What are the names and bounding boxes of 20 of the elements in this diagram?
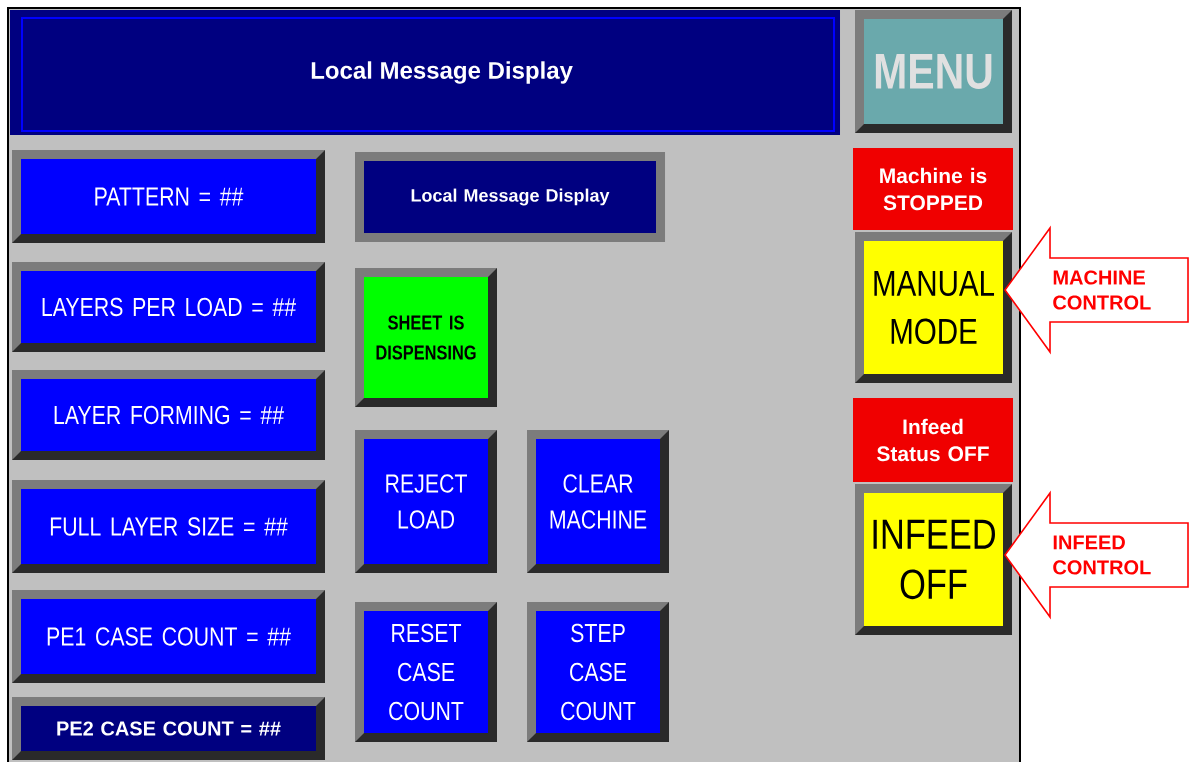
button: PE1 CASE COUNT = ## <box>12 590 325 683</box>
button: LAYER FORMING = ## <box>12 370 325 460</box>
button: MANUAL MODE <box>855 232 1012 383</box>
button: CLEAR MACHINE <box>527 430 669 573</box>
display-panel: PE2 CASE COUNT = ## <box>12 697 325 760</box>
button: STEP CASE COUNT <box>527 602 669 742</box>
status-indicator: SHEET IS DISPENSING <box>355 268 497 407</box>
menu-button: MENU <box>855 10 1012 133</box>
button: PATTERN = ## <box>12 150 325 243</box>
display-panel: Local Message Display <box>355 152 665 242</box>
display-panel: Local Message Display <box>10 10 840 135</box>
status-indicator: Machine is STOPPED <box>853 148 1013 230</box>
button: FULL LAYER SIZE = ## <box>12 480 325 573</box>
button: LAYERS PER LOAD = ## <box>12 262 325 352</box>
status-indicator: Infeed Status OFF <box>853 398 1013 482</box>
button: INFEED OFF <box>855 484 1012 635</box>
button: RESET CASE COUNT <box>355 602 497 742</box>
button: REJECT LOAD <box>355 430 497 573</box>
node-label: INFEED CONTROL <box>1053 535 1151 575</box>
node-label: MACHINE CONTROL <box>1053 270 1151 310</box>
